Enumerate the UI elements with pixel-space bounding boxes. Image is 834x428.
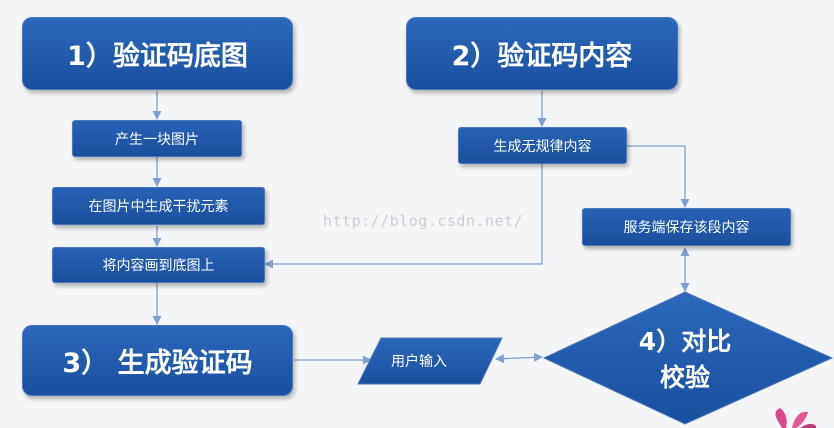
watermark-text: http://blog.csdn.net/ [323, 212, 524, 230]
create-picture-box: 产生一块图片 [72, 120, 242, 157]
user-input-label: 用户输入 [391, 354, 447, 370]
generate-code-label: 3） 生成验证码 [62, 348, 253, 379]
generate-code-box: 3） 生成验证码 [22, 325, 293, 396]
verification-image-box: 1）验证码底图 [22, 17, 293, 90]
create-picture-label: 产生一块图片 [115, 131, 199, 148]
connectors [152, 91, 690, 365]
compare-label: 4）对比 校验 [610, 322, 760, 398]
arrow-random-to-draw [264, 164, 543, 269]
verification-content-label: 2）验证码内容 [451, 41, 633, 72]
compare-diamond-shape [542, 291, 834, 425]
arrow-input-compare [495, 352, 543, 364]
flower-decoration [775, 408, 816, 428]
arrow-random-to-server [627, 145, 690, 208]
draw-content-box: 将内容画到底图上 [52, 247, 265, 283]
generate-random-box: 生成无规律内容 [458, 127, 627, 164]
user-input-shape [357, 337, 503, 385]
add-noise-box: 在图片中生成干扰元素 [52, 187, 265, 225]
add-noise-label: 在图片中生成干扰元素 [88, 199, 229, 215]
verification-image-label: 1）验证码底图 [67, 41, 248, 72]
server-save-label: 服务端保存该段内容 [623, 220, 750, 236]
server-save-box: 服务端保存该段内容 [582, 208, 791, 246]
generate-random-label: 生成无规律内容 [493, 138, 592, 155]
compare-label-line-1: 4）对比 [638, 327, 732, 356]
compare-label-line-2: 校验 [659, 363, 710, 392]
draw-content-label: 将内容画到底图上 [102, 258, 215, 274]
verification-content-box: 2）验证码内容 [406, 17, 678, 90]
